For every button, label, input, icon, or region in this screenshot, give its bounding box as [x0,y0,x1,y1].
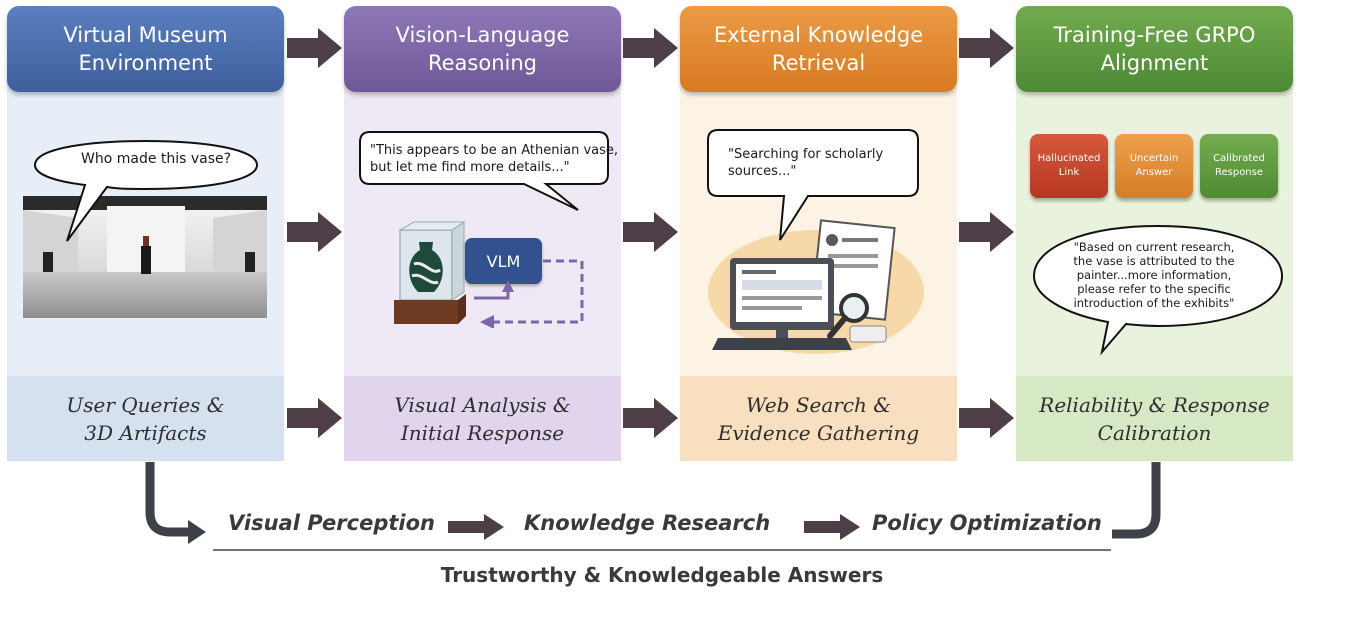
computer-search-icon [708,219,924,354]
column-header: Vision-Language Reasoning [344,6,621,92]
result-caption: Trustworthy & Knowledgeable Answers [440,563,884,587]
header-line-2: Alignment [1100,51,1209,75]
header-line-1: External Knowledge [713,23,924,47]
footer-line-2: Initial Response [400,420,565,445]
step-policy-optimization: Policy Optimization [872,511,1102,535]
answer-line-5: introduction of the exhibits" [1073,296,1235,310]
column-footer: Web Search & Evidence Gathering [680,376,957,461]
bubble-text: "This appears to be an Athenian vase, bu… [370,142,618,176]
arrow-foot-3 [959,398,1014,438]
footer-line-1: User Queries & [66,392,225,417]
vase-display-icon [394,221,466,324]
step-knowledge-research: Knowledge Research [524,511,771,535]
column-footer: Reliability & Response Calibration [1016,376,1293,461]
connector-right [1112,462,1161,539]
bubble-line-1: "This appears to be an Athenian vase, [370,143,619,158]
arrow-header-1 [287,28,342,68]
arrow-foot-1 [287,398,342,438]
column-footer: Visual Analysis & Initial Response [344,376,621,461]
arrow-header-2 [623,28,678,68]
tag-line-1: Uncertain [1129,153,1179,164]
footer-line-2: Calibration [1097,420,1212,445]
tag-line-2: Link [1058,167,1080,178]
arrow-step-2 [804,514,860,540]
header-line-2: Reasoning [427,51,537,75]
museum-scene [23,196,267,318]
tag-uncertain-answer: Uncertain Answer [1115,134,1193,198]
arrow-foot-2 [623,398,678,438]
column-header: External Knowledge Retrieval [680,6,957,92]
arrow-mid-2 [623,212,678,252]
tag-line-1: Calibrated [1213,153,1265,164]
arrow-mid-3 [959,212,1014,252]
column-external-knowledge: Web Search & Evidence Gathering External… [680,6,957,461]
bubble-line-1: "Searching for scholarly [728,147,884,162]
step-visual-perception: Visual Perception [228,511,435,535]
bubble-line-2: but let me find more details..." [370,160,570,175]
answer-line-3: painter...more information, [1076,268,1232,282]
column-vision-language: Visual Analysis & Initial Response Visio… [344,6,621,461]
header-line-2: Retrieval [771,51,866,75]
answer-text: "Based on current research, the vase is … [1066,240,1242,310]
footer-line-2: 3D Artifacts [84,420,207,445]
speech-bubble [359,131,609,211]
footer-line-1: Reliability & Response [1039,392,1270,417]
vlm-box: VLM [465,238,542,284]
bubble-text: Who made this vase? [81,151,232,167]
connector-left [145,462,190,537]
column-body [344,66,621,376]
header-line-1: Vision-Language [395,23,570,47]
header-line-2: Environment [78,51,213,75]
speech-bubble [707,129,919,241]
arrow-group [287,28,1014,540]
column-header: Training-Free GRPO Alignment [1016,6,1293,92]
tag-line-2: Answer [1135,167,1173,178]
answer-line-1: "Based on current research, [1073,240,1235,254]
column-footer: User Queries & 3D Artifacts [7,376,284,461]
arrow-header-3 [959,28,1014,68]
bubble-line-2: sources..." [728,164,797,179]
header-line-1: Virtual Museum [63,23,228,47]
answer-line-2: the vase is attributed to the [1073,254,1235,268]
arrow-step-1 [448,514,504,540]
tag-calibrated-response: Calibrated Response [1200,134,1278,198]
footer-line-1: Visual Analysis & [394,392,571,417]
tag-line-2: Response [1214,167,1264,178]
footer-line-2: Evidence Gathering [717,420,920,445]
bubble-text: "Searching for scholarly sources..." [728,146,883,180]
tag-line-1: Hallucinated [1037,153,1101,164]
speech-bubble [33,139,259,242]
column-grpo-alignment: Reliability & Response Calibration Train… [1016,6,1293,461]
footer-line-1: Web Search & [745,392,892,417]
column-virtual-museum: User Queries & 3D Artifacts Virtual Muse… [7,6,284,461]
connector-left-head [188,520,206,544]
column-header: Virtual Museum Environment [7,6,284,92]
answer-speech-bubble [1032,224,1284,356]
tag-hallucinated-link: Hallucinated Link [1030,134,1108,198]
header-line-1: Training-Free GRPO [1053,23,1256,47]
feedback-loop-arrow [474,259,584,328]
answer-line-4: please refer to the specific [1077,282,1231,296]
arrow-mid-1 [287,212,342,252]
